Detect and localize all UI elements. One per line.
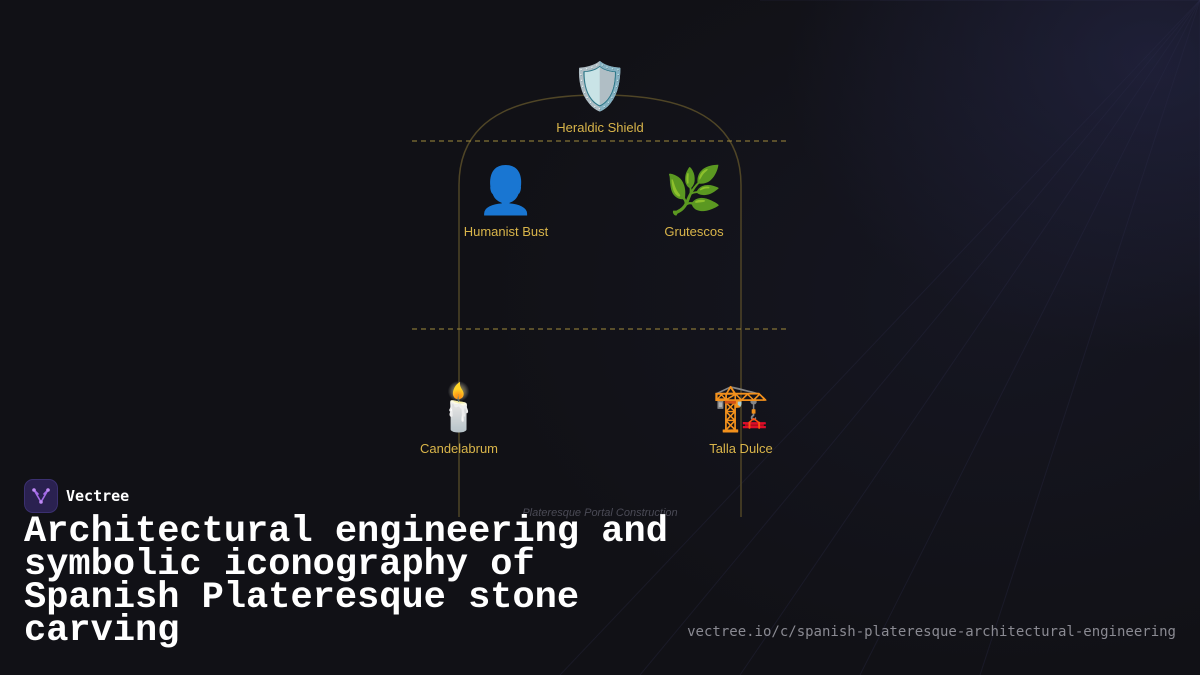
diagram-caption: Plateresque Portal Construction bbox=[522, 507, 678, 519]
node-label: Heraldic Shield bbox=[556, 120, 644, 135]
brand[interactable]: Vectree bbox=[24, 479, 129, 513]
node-candelabrum: 🕯️ Candelabrum bbox=[369, 381, 549, 456]
bust-icon: 👤 bbox=[477, 163, 535, 217]
brand-name: Vectree bbox=[66, 487, 130, 505]
node-label: Talla Dulce bbox=[709, 441, 773, 456]
vectree-logo-icon bbox=[24, 479, 58, 513]
shield-icon: 🛡️ bbox=[571, 59, 629, 113]
node-grutescos: 🌿 Grutescos bbox=[604, 164, 784, 239]
node-label: Grutescos bbox=[664, 224, 724, 239]
node-label: Humanist Bust bbox=[463, 224, 549, 239]
page-url[interactable]: vectree.io/c/spanish-plateresque-archite… bbox=[687, 624, 1176, 640]
portal-arch bbox=[458, 94, 742, 517]
page-title: Architectural engineering and symbolic i… bbox=[24, 511, 668, 652]
crane-icon: 🏗️ bbox=[712, 380, 770, 434]
herb-icon: 🌿 bbox=[665, 163, 723, 217]
node-humanist-bust: 👤 Humanist Bust bbox=[416, 164, 596, 239]
node-heraldic-shield: 🛡️ Heraldic Shield bbox=[510, 60, 690, 135]
candle-icon: 🕯️ bbox=[430, 380, 488, 434]
node-talla-dulce: 🏗️ Talla Dulce bbox=[651, 381, 831, 456]
node-label: Candelabrum bbox=[419, 441, 499, 456]
